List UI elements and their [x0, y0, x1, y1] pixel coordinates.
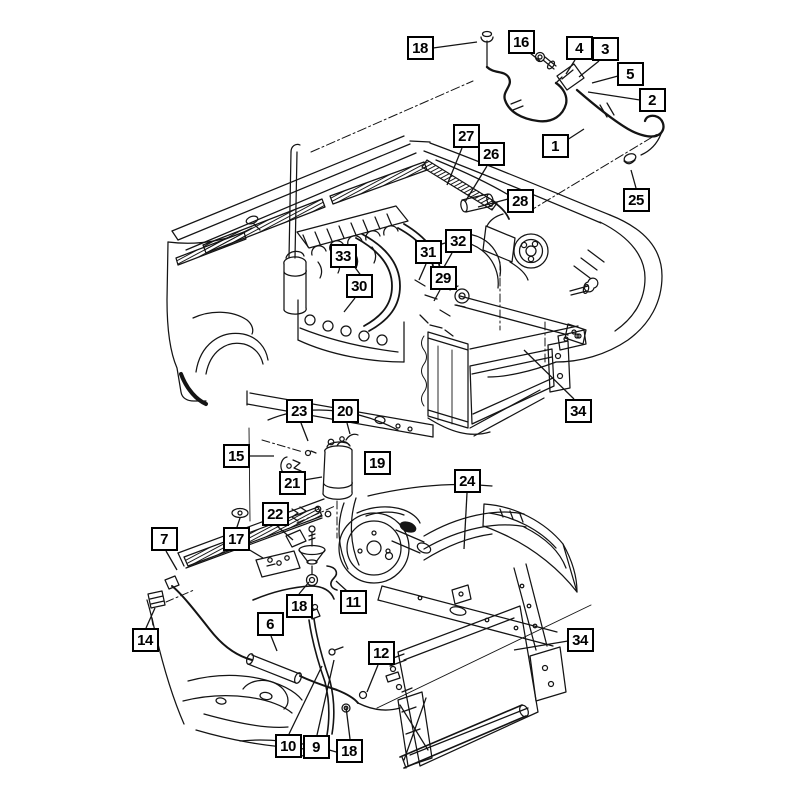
- leader-line-21: [303, 476, 323, 481]
- leader-line-28: [477, 198, 509, 208]
- leader-line-18: [432, 41, 478, 49]
- leader-line-11: [335, 580, 348, 592]
- callout-25: 25: [622, 188, 650, 212]
- callout-19: 19: [363, 451, 391, 475]
- leader-line-5: [591, 75, 619, 84]
- callout-12: 12: [367, 641, 395, 665]
- ac-lines-bottom: [147, 565, 401, 736]
- leader-line-14: [145, 607, 156, 629]
- leader-line-12: [366, 664, 379, 693]
- callout-16: 16: [507, 30, 535, 54]
- callout-34: 34: [566, 628, 594, 652]
- leader-line-29: [433, 289, 441, 302]
- callout-14: 14: [131, 628, 159, 652]
- leader-line-32: [443, 252, 453, 268]
- leader-line-7: [165, 550, 178, 571]
- callout-21: 21: [278, 471, 306, 495]
- leader-line-6: [270, 635, 278, 652]
- callout-1: 1: [541, 134, 569, 158]
- callout-26: 26: [477, 142, 505, 166]
- receiver-drier-top: [283, 143, 307, 315]
- callout-30: 30: [345, 274, 373, 298]
- leader-line-9: [316, 659, 335, 736]
- callout-2: 2: [638, 88, 666, 112]
- leader-line-27: [446, 147, 463, 186]
- leader-line-22: [276, 525, 294, 541]
- radiator-support-assembly: [376, 563, 592, 769]
- leader-line-30: [343, 297, 356, 313]
- hvac-valve-and-fasteners: [255, 505, 336, 578]
- callout-15: 15: [222, 444, 250, 468]
- callout-20: 20: [331, 399, 359, 423]
- leader-line-3: [578, 60, 600, 78]
- callout-18: 18: [285, 594, 313, 618]
- leader-line-34: [513, 640, 569, 651]
- callout-9: 9: [302, 735, 330, 759]
- leader-line-17: [247, 548, 264, 559]
- brake-booster: [338, 497, 432, 584]
- callout-11: 11: [339, 590, 367, 614]
- callout-22: 22: [261, 502, 289, 526]
- callout-31: 31: [414, 240, 442, 264]
- callout-27: 27: [452, 124, 480, 148]
- front-fascia: [487, 214, 663, 378]
- callout-10: 10: [274, 734, 302, 758]
- callout-17: 17: [222, 527, 250, 551]
- callout-3: 3: [591, 37, 619, 61]
- callout-5: 5: [616, 62, 644, 86]
- callout-18: 18: [406, 36, 434, 60]
- callout-18: 18: [335, 739, 363, 763]
- leader-line-34: [523, 349, 575, 400]
- leader-line-1: [566, 128, 585, 141]
- callout-7: 7: [150, 527, 178, 551]
- left-fender: [166, 227, 269, 406]
- leader-line-18: [345, 706, 351, 740]
- callout-24: 24: [453, 469, 481, 493]
- radiator-condenser-top: [421, 325, 587, 437]
- callout-28: 28: [506, 189, 534, 213]
- ac-hose-assembly: [310, 30, 665, 213]
- callout-34: 34: [564, 399, 592, 423]
- leader-line-31: [418, 263, 427, 281]
- callout-6: 6: [256, 612, 284, 636]
- leader-line-2: [587, 91, 641, 101]
- callout-32: 32: [444, 229, 472, 253]
- leader-line-4: [565, 59, 576, 75]
- leader-line-18: [298, 581, 310, 595]
- leader-line-10: [288, 665, 323, 735]
- callout-23: 23: [285, 399, 313, 423]
- leader-line-23: [300, 422, 309, 442]
- callout-29: 29: [429, 266, 457, 290]
- callout-4: 4: [565, 36, 593, 60]
- leader-line-16: [529, 52, 541, 62]
- cowl-and-windshield: [171, 135, 611, 266]
- callout-33: 33: [329, 244, 357, 268]
- leader-line-26: [464, 165, 488, 203]
- leader-line-24: [463, 492, 468, 550]
- leader-line-20: [346, 422, 351, 435]
- leader-line-25: [630, 169, 637, 189]
